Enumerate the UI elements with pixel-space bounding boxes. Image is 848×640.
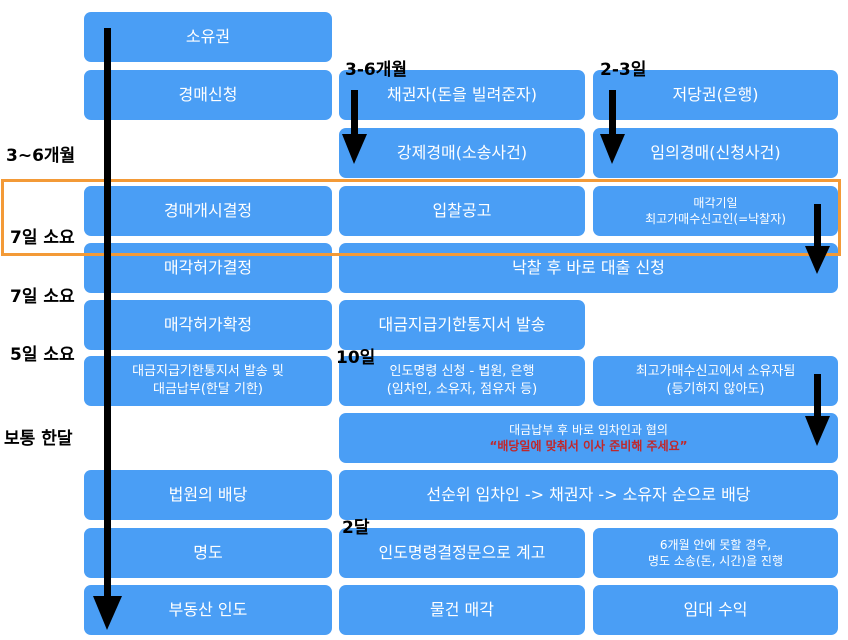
- duration-7-days-first: 7일 소요: [10, 228, 75, 248]
- box-delivery-order: 인도명령 신청 - 법원, 은행 (임차인, 소유자, 점유자 등): [339, 356, 585, 406]
- box-eviction-lawsuit-line2: 명도 소송(돈, 시간)을 진행: [647, 554, 784, 568]
- box-distribution-order-label: 선순위 임차인 -> 채권자 -> 소유자 순으로 배당: [426, 485, 751, 505]
- box-delivery-decision-label: 인도명령결정문으로 계고: [378, 543, 546, 563]
- box-rental-income-label: 임대 수익: [683, 600, 748, 620]
- box-delivery-decision: 인도명령결정문으로 계고: [339, 528, 585, 578]
- duration-usually-month: 보통 한달: [4, 429, 73, 449]
- box-property-sale-label: 물건 매각: [430, 600, 494, 620]
- box-voluntary-auction: 임의경매(신청사건): [593, 128, 838, 178]
- box-delivery-order-line2: (임차인, 소유자, 점유자 등): [386, 382, 538, 397]
- step-sale-permission-decision: 매각허가결정: [84, 243, 332, 293]
- step-sale-permission-confirmed-label: 매각허가확정: [163, 315, 253, 335]
- box-property-sale: 물건 매각: [339, 585, 585, 635]
- box-sale-date-line2: 최고가매수신고인(=낙찰자): [645, 212, 786, 226]
- box-voluntary-auction-label: 임의경매(신청사건): [650, 143, 781, 163]
- duration-10-days: 10일: [336, 348, 376, 368]
- owner-arrow: [805, 374, 830, 446]
- step-payment-notice-line2: 대금납부(한달 기한): [153, 382, 263, 397]
- box-eviction-lawsuit-line1: 6개월 안에 못할 경우,: [659, 537, 772, 552]
- duration-2-months: 2달: [342, 518, 370, 538]
- box-distribution-order: 선순위 임차인 -> 채권자 -> 소유자 순으로 배당: [339, 470, 838, 520]
- box-forced-auction-label: 강제경매(소송사건): [396, 143, 528, 163]
- box-mortgage-label: 저당권(은행): [672, 85, 759, 105]
- box-sale-date: 매각기일 최고가매수신고인(=낙찰자): [593, 186, 838, 236]
- sale-date-arrow: [805, 204, 830, 274]
- duration-5-days: 5일 소요: [10, 345, 75, 365]
- box-bid-notice-label: 입찰공고: [432, 201, 492, 221]
- duration-mid-3-6-months: 3-6개월: [345, 60, 407, 80]
- step-court-distribution: 법원의 배당: [84, 470, 332, 520]
- step-sale-permission-decision-label: 매각허가결정: [163, 258, 253, 278]
- box-become-owner-line2: (등기하지 않아도): [666, 382, 765, 397]
- box-tenant-negotiation-warning: “배당일에 맞춰서 이사 준비해 주세요”: [489, 439, 688, 453]
- duration-3-6-months: 3~6개월: [6, 146, 76, 166]
- duration-2-3-days: 2-3일: [600, 60, 647, 80]
- duration-7-days-second: 7일 소요: [10, 287, 75, 307]
- step-sale-permission-confirmed: 매각허가확정: [84, 300, 332, 350]
- box-payment-notice-label: 대금지급기한통지서 발송: [378, 315, 546, 335]
- step-court-distribution-label: 법원의 배당: [168, 485, 248, 505]
- box-loan-after-bid-label: 낙찰 후 바로 대출 신청: [512, 258, 665, 278]
- step-eviction: 명도: [84, 528, 332, 578]
- box-bid-notice: 입찰공고: [339, 186, 585, 236]
- box-tenant-negotiation: 대금납부 후 바로 임차인과 협의 “배당일에 맞춰서 이사 준비해 주세요”: [339, 413, 838, 463]
- box-mortgage: 저당권(은행): [593, 70, 838, 120]
- highlight-frame: [1, 179, 841, 256]
- step-property-handover-label: 부동산 인도: [168, 600, 248, 620]
- box-loan-after-bid: 낙찰 후 바로 대출 신청: [339, 243, 838, 293]
- step-property-handover: 부동산 인도: [84, 585, 332, 635]
- main-timeline-arrow: [93, 28, 122, 630]
- box-tenant-negotiation-line1: 대금납부 후 바로 임차인과 협의: [509, 422, 668, 437]
- box-forced-auction: 강제경매(소송사건): [339, 128, 585, 178]
- step-auction-start-decision: 경매개시결정: [84, 186, 332, 236]
- step-auction-start-decision-label: 경매개시결정: [163, 201, 253, 221]
- step-ownership: 소유권: [84, 12, 332, 62]
- step-ownership-label: 소유권: [185, 27, 231, 47]
- step-payment-notice-line1: 대금지급기한통지서 발송 및: [132, 364, 284, 380]
- creditor-arrow: [342, 90, 367, 164]
- box-creditor-label: 채권자(돈을 빌려준자): [386, 85, 538, 105]
- step-eviction-label: 명도: [193, 543, 223, 563]
- step-auction-request-label: 경매신청: [178, 85, 238, 105]
- box-delivery-order-line1: 인도명령 신청 - 법원, 은행: [389, 364, 535, 380]
- step-auction-request: 경매신청: [84, 70, 332, 120]
- box-creditor: 채권자(돈을 빌려준자): [339, 70, 585, 120]
- box-eviction-lawsuit: 6개월 안에 못할 경우, 명도 소송(돈, 시간)을 진행: [593, 528, 838, 578]
- mortgage-arrow: [600, 90, 625, 164]
- box-become-owner-line1: 최고가매수신고에서 소유자됨: [635, 364, 796, 380]
- box-become-owner: 최고가매수신고에서 소유자됨 (등기하지 않아도): [593, 356, 838, 406]
- box-rental-income: 임대 수익: [593, 585, 838, 635]
- box-payment-notice: 대금지급기한통지서 발송: [339, 300, 585, 350]
- step-payment-notice-and-payment: 대금지급기한통지서 발송 및 대금납부(한달 기한): [84, 356, 332, 406]
- box-sale-date-line1: 매각기일: [693, 195, 738, 210]
